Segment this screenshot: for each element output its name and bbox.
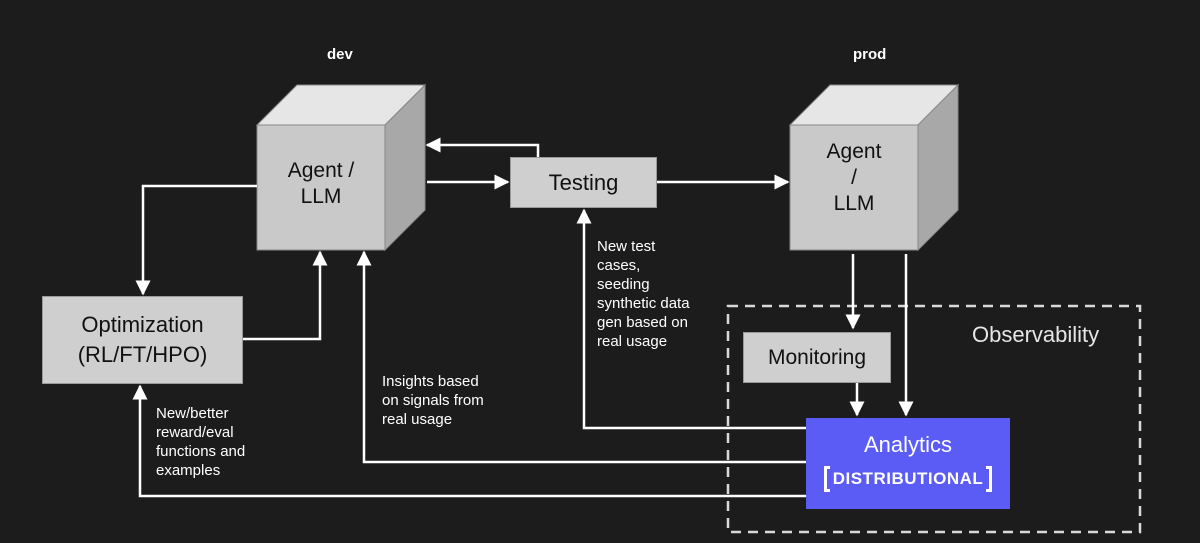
arrow-dev-to-optimization [135, 184, 257, 296]
analytics-box: Analytics DISTRIBUTIONAL [806, 418, 1010, 509]
arrow-analytics-to-dev [356, 250, 806, 464]
arrow-testing-to-dev [425, 137, 540, 157]
dev-agent-cube [255, 83, 427, 252]
prod-agent-line3: LLM [833, 191, 875, 215]
distributional-logo: DISTRIBUTIONAL [823, 465, 993, 492]
optimization-box: Optimization (RL/FT/HPO) [42, 296, 243, 384]
prod-agent-line1: Agent [826, 139, 882, 163]
analytics-title: Analytics [863, 431, 953, 457]
testing-box: Testing [510, 157, 657, 208]
brand-name: DISTRIBUTIONAL [832, 468, 984, 488]
prod-label: prod [853, 46, 887, 63]
note-test-cases: New test cases, seeding synthetic data g… [597, 238, 690, 350]
prod-agent-label: Agent / LLM [790, 125, 918, 250]
logo-bracket-right-icon [986, 465, 993, 492]
dev-label: dev [327, 46, 353, 63]
prod-agent-line2: / [851, 165, 857, 189]
note-insights: Insights based on signals from real usag… [382, 373, 484, 428]
observability-title: Observability [972, 322, 1100, 347]
optimization-line2: (RL/FT/HPO) [77, 342, 208, 367]
dev-agent-line2: LLM [300, 184, 342, 208]
note-reward: New/better reward/eval functions and exa… [156, 405, 246, 479]
arrow-optimization-to-dev [243, 250, 328, 341]
dev-agent-line1: Agent / [287, 158, 355, 182]
arrow-analytics-to-testing [576, 208, 806, 430]
monitoring-box: Monitoring [743, 332, 891, 383]
logo-bracket-left-icon [823, 465, 830, 492]
prod-agent-cube [788, 83, 960, 252]
dev-agent-label: Agent / LLM [257, 125, 385, 250]
observability-region [726, 304, 1142, 534]
arrow-analytics-to-optimization [132, 384, 806, 498]
optimization-line1: Optimization [81, 312, 204, 337]
